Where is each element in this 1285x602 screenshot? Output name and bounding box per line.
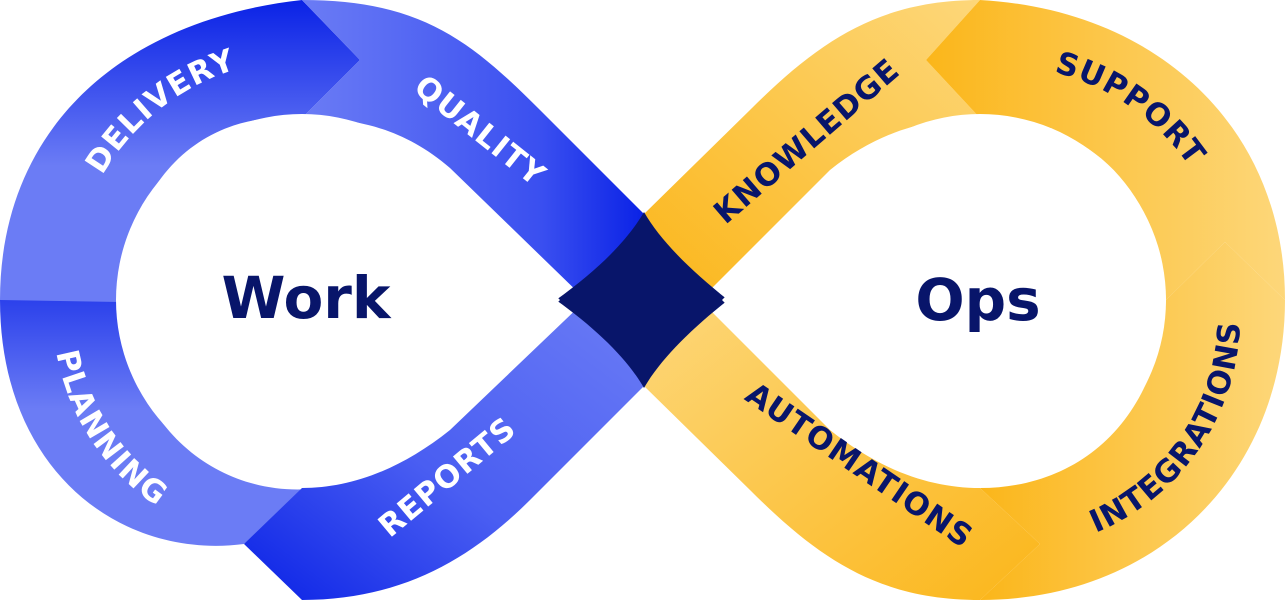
segment-delivery-band — [0, 0, 360, 302]
ops-loop — [644, 0, 1285, 600]
ops-title: Ops — [915, 266, 1040, 334]
ops-hole-point — [722, 140, 880, 460]
segment-planning-band — [0, 242, 320, 546]
work-title: Work — [222, 264, 392, 332]
segment-quality-band — [302, 0, 644, 300]
work-hole — [116, 114, 488, 486]
center-knot — [556, 212, 728, 388]
segment-automations-band — [644, 300, 1040, 600]
work-loop — [0, 0, 644, 600]
segment-support-band — [926, 0, 1285, 300]
segment-integrations-band — [980, 242, 1285, 600]
segment-knowledge-band — [644, 0, 980, 300]
segment-reports-band — [244, 300, 644, 600]
work-hole-point — [400, 140, 560, 460]
ops-hole — [794, 114, 1166, 486]
